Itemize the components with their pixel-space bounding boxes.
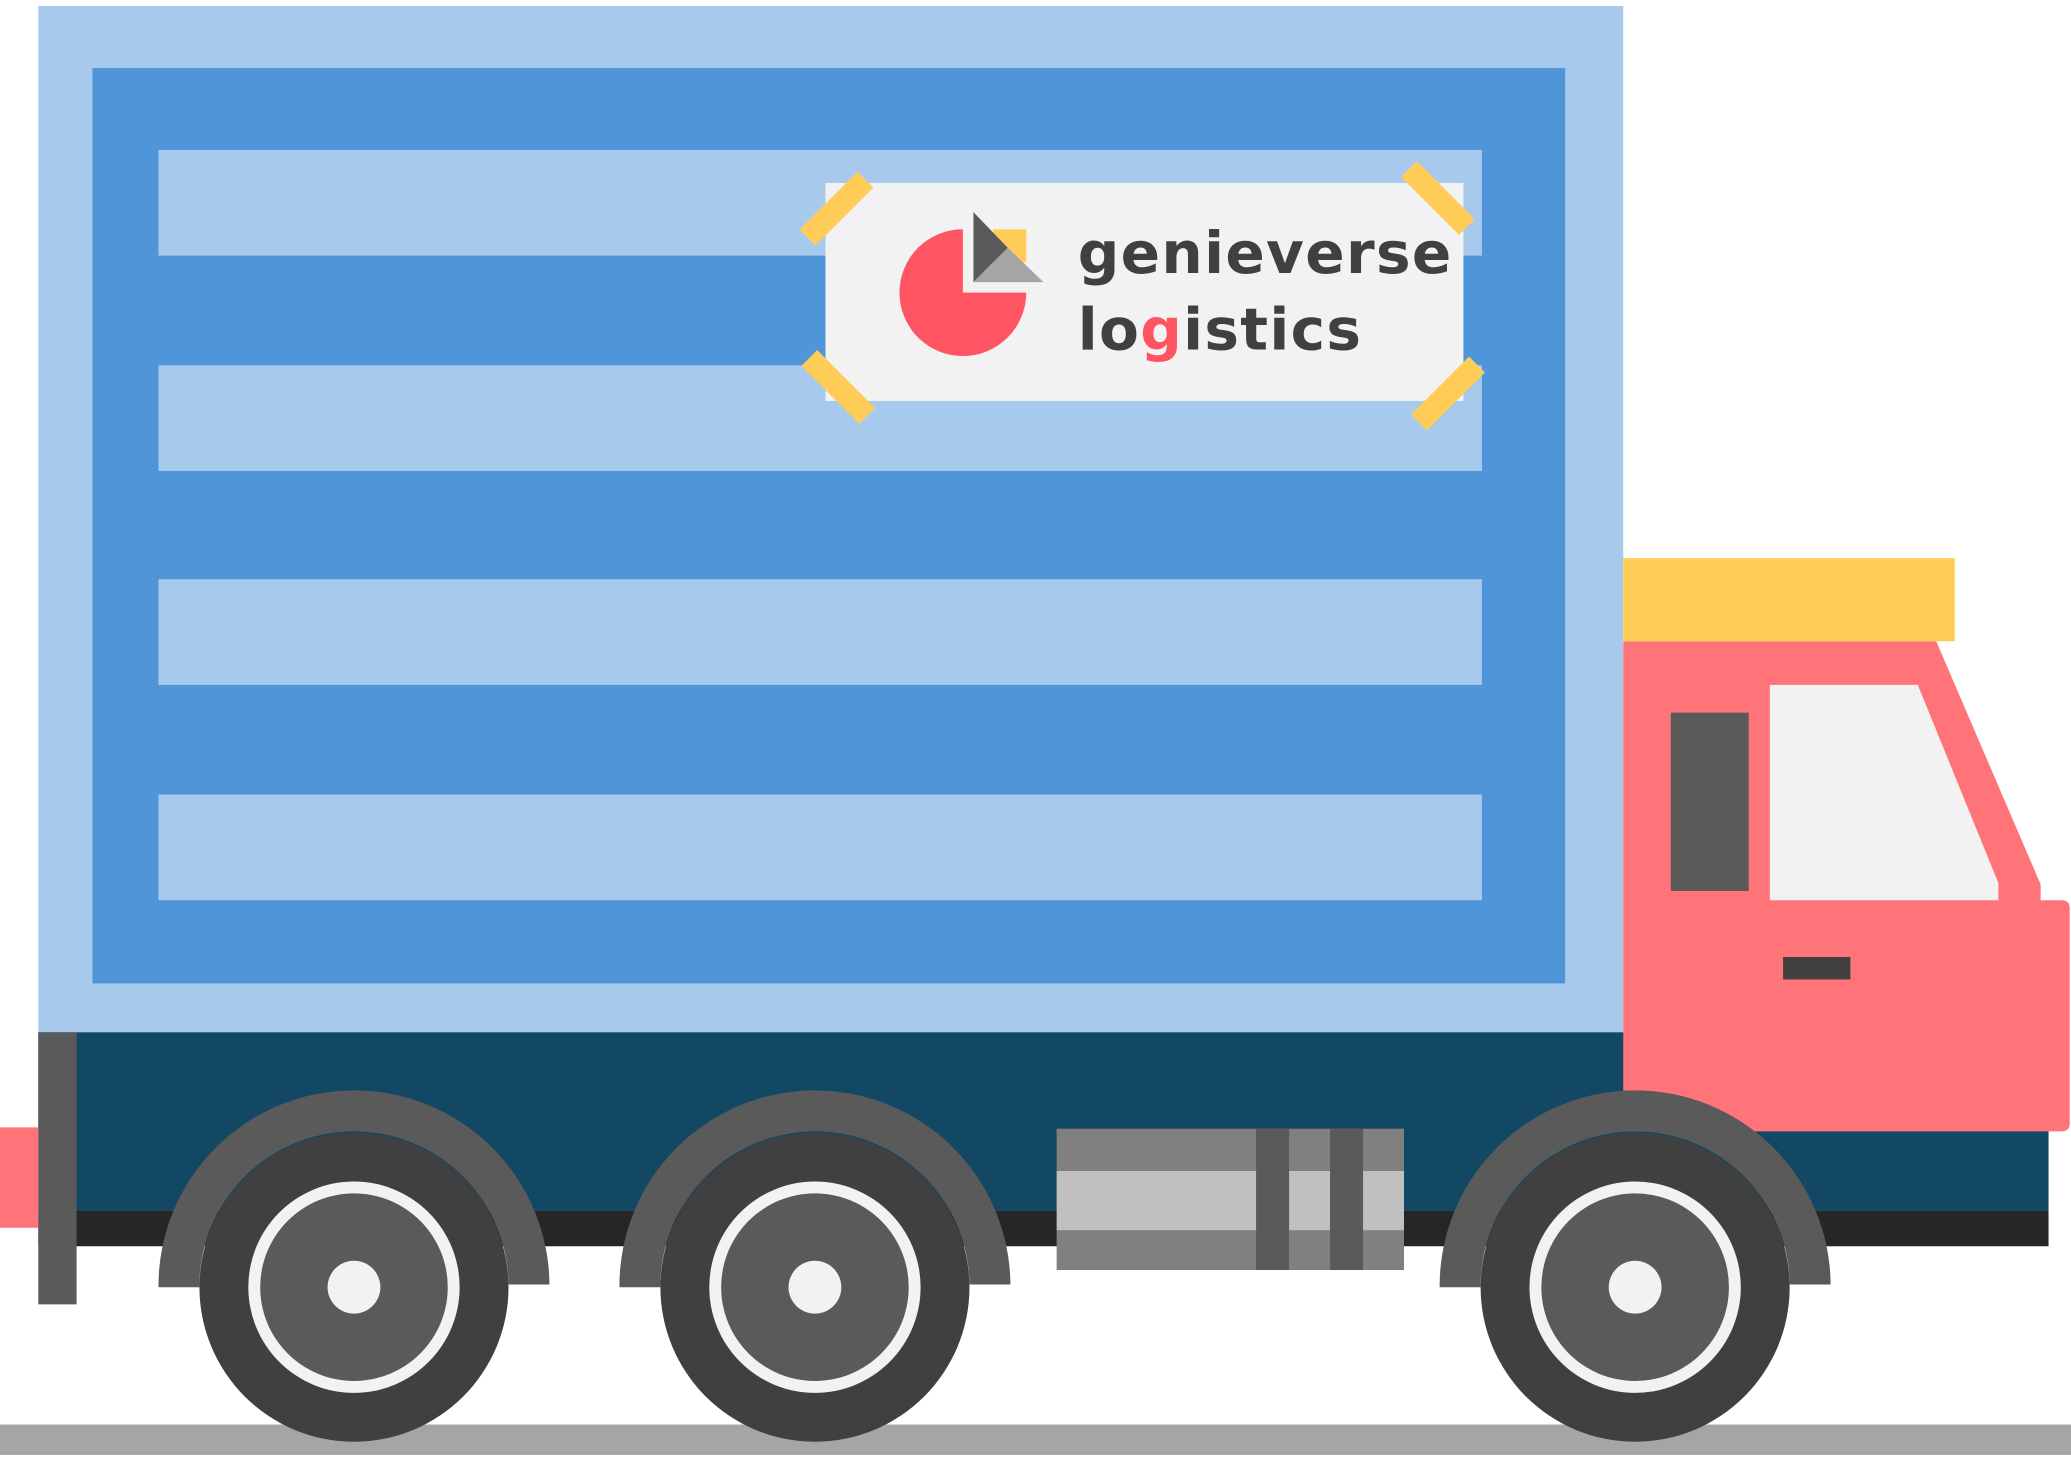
box-stripe [158,579,1482,685]
cab-side-window [1670,712,1749,891]
tape [801,349,876,424]
cab-window [1769,684,1999,901]
tape [1411,356,1485,431]
tank-strap [1330,1128,1364,1271]
cab [1623,558,2070,1132]
wheel-rear-2 [619,1090,1011,1442]
cab-roof [1623,558,1955,642]
logo-mark-icon [899,212,1044,357]
tape [799,171,874,246]
rear-bumper [38,1032,77,1305]
logo-sign: genieverse logistics [799,161,1485,431]
tape [1400,161,1475,235]
tank-strap [1256,1128,1290,1271]
logo-line-2-accent: g [1140,295,1183,363]
tail-light [0,1127,39,1228]
logo-line-1: genieverse [1078,219,1453,287]
wheel-front [1439,1090,1831,1442]
fuel-tank [1056,1128,1405,1271]
box-stripe [158,794,1482,901]
logo-line-2-prefix: lo [1078,295,1140,363]
logo-line-2: logistics [1078,295,1363,363]
logo-line-2-suffix: istics [1183,295,1362,363]
cargo-box [38,6,1624,1033]
door-handle [1783,956,1851,980]
wheel-rear-1 [158,1090,550,1442]
